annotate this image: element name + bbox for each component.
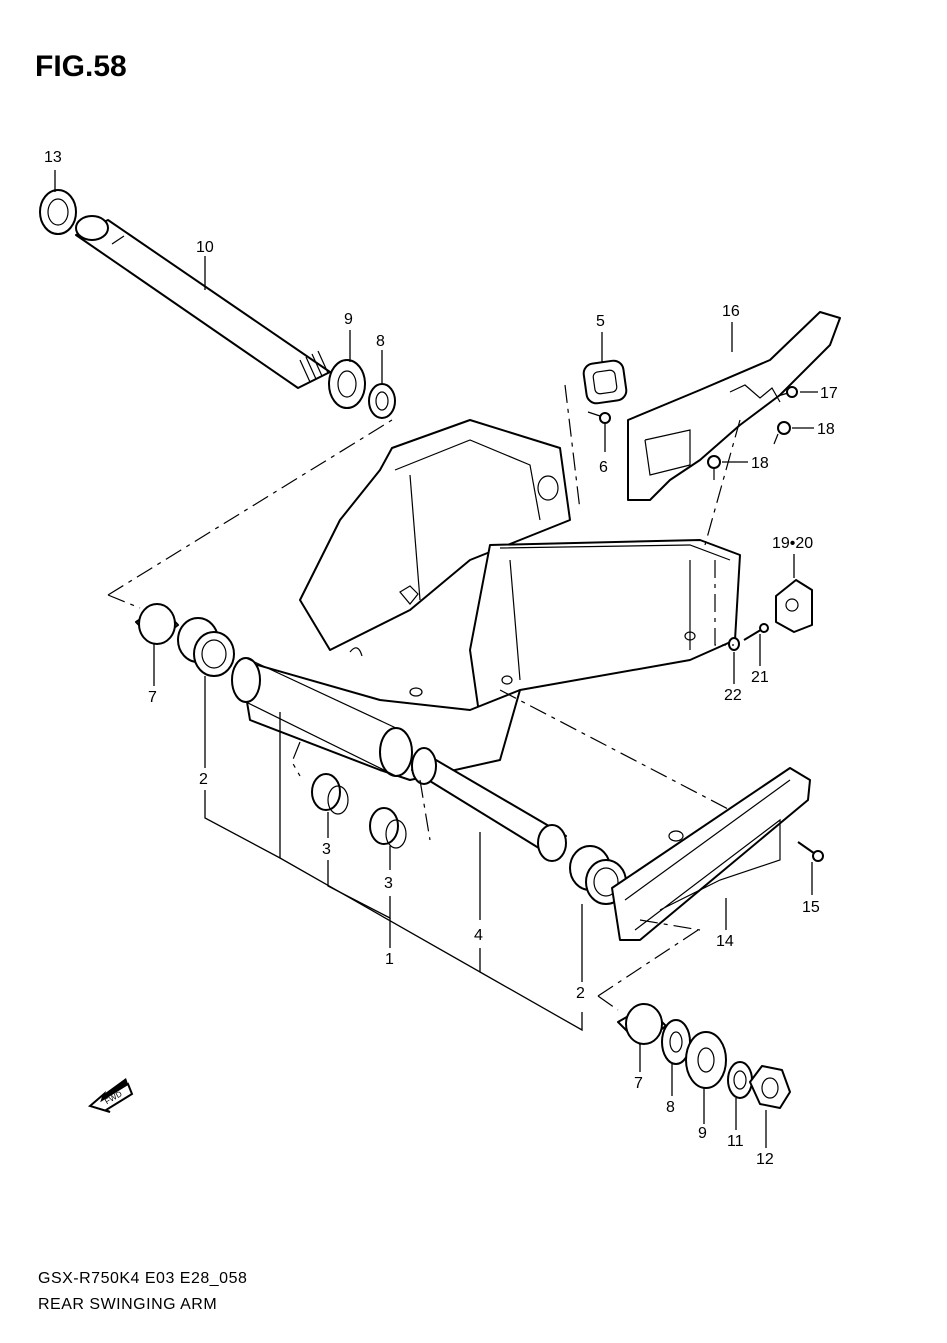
callout-2-right: 2 xyxy=(576,985,585,1002)
washer-9-right[interactable] xyxy=(685,1031,727,1089)
collar-13[interactable] xyxy=(39,189,77,235)
callout-4: 4 xyxy=(474,927,483,944)
callout-11: 11 xyxy=(727,1133,744,1150)
figure-title: FIG.58 xyxy=(35,50,127,83)
model-code: GSX-R750K4 E03 E28_058 xyxy=(38,1270,248,1287)
bushing-7-left[interactable] xyxy=(135,603,179,645)
swing-arm-body[interactable] xyxy=(231,419,741,781)
clip-18-upper[interactable] xyxy=(773,421,791,445)
callout-7-left: 7 xyxy=(148,689,157,706)
callout-10: 10 xyxy=(196,239,214,256)
assembly-lines xyxy=(107,384,741,1011)
callout-19-20: 19•20 xyxy=(772,535,813,552)
callout-22: 22 xyxy=(724,687,742,704)
chain-buffer-14[interactable] xyxy=(611,767,811,941)
washer-22[interactable] xyxy=(728,637,740,651)
washer-11[interactable] xyxy=(727,1061,753,1099)
fwd-arrow-icon: FWD xyxy=(87,1078,134,1113)
screw-17[interactable] xyxy=(777,386,798,398)
callout-5: 5 xyxy=(596,313,605,330)
nut-12[interactable] xyxy=(749,1065,791,1109)
callout-15: 15 xyxy=(802,899,820,916)
screw-6[interactable] xyxy=(587,411,611,424)
callout-6: 6 xyxy=(599,459,608,476)
stopper-19-20[interactable] xyxy=(775,579,813,633)
callout-3-a: 3 xyxy=(322,841,331,858)
bolt-15[interactable] xyxy=(797,841,824,862)
spacer-3-b[interactable] xyxy=(369,807,407,849)
callout-18-upper: 18 xyxy=(817,421,835,438)
callout-8-right: 8 xyxy=(666,1099,675,1116)
callout-3-b: 3 xyxy=(384,875,393,892)
chain-guard-16[interactable] xyxy=(627,311,841,501)
callout-16: 16 xyxy=(722,303,740,320)
callout-2-left: 2 xyxy=(199,771,208,788)
callout-7-right: 7 xyxy=(634,1075,643,1092)
callout-1: 1 xyxy=(385,951,394,968)
figure-name: REAR SWINGING ARM xyxy=(38,1296,218,1313)
bolt-21[interactable] xyxy=(743,623,769,641)
callout-18-lower: 18 xyxy=(751,455,769,472)
callout-14: 14 xyxy=(716,933,734,950)
leader-lines xyxy=(54,170,818,1148)
callout-12: 12 xyxy=(756,1151,774,1168)
callout-8-top: 8 xyxy=(376,333,385,350)
spacer-3-a[interactable] xyxy=(311,773,349,815)
bearing-2-left[interactable] xyxy=(177,617,235,677)
washer-8-top[interactable] xyxy=(368,383,396,419)
callout-9-top: 9 xyxy=(344,311,353,328)
bushing-7-right[interactable] xyxy=(617,1003,667,1045)
callout-17: 17 xyxy=(820,385,838,402)
clamp-5[interactable] xyxy=(582,359,628,405)
clip-18-lower[interactable] xyxy=(707,455,721,480)
pivot-shaft[interactable] xyxy=(75,215,331,389)
callout-21: 21 xyxy=(751,669,769,686)
callout-13: 13 xyxy=(44,149,62,166)
bearing-9-top[interactable] xyxy=(328,359,366,409)
callout-9-right: 9 xyxy=(698,1125,707,1142)
pivot-tube-4[interactable] xyxy=(411,747,567,862)
